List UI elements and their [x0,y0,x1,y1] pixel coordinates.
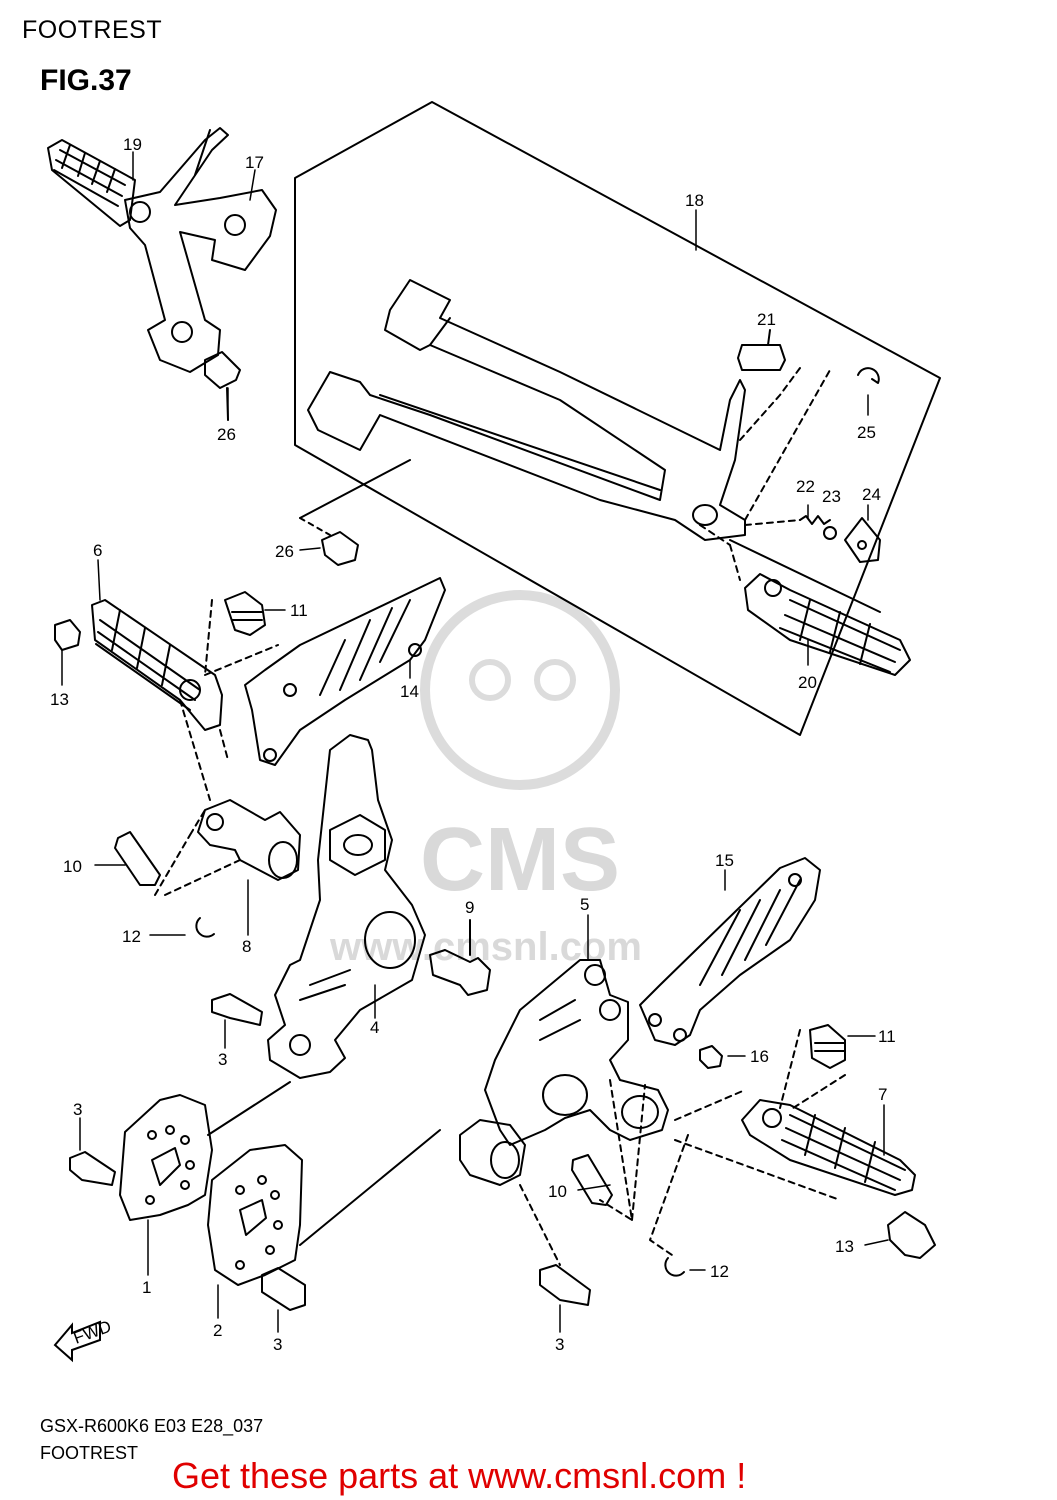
figure-label: FIG.37 [40,64,132,97]
label-3-c: 3 [273,1335,282,1354]
label-5: 5 [580,895,589,914]
label-13-right: 13 [835,1237,854,1256]
label-2: 2 [213,1321,222,1340]
label-6: 6 [93,541,102,560]
part-3-bolt [211,993,263,1026]
part-2-plate [207,1144,303,1286]
label-26-mid: 26 [275,542,294,561]
part-19-footpeg [47,139,136,227]
label-20: 20 [798,673,817,692]
label-18: 18 [685,191,704,210]
part-3-bolt-bottom [539,1264,591,1306]
label-11-right: 11 [878,1027,896,1046]
part-25-clip [857,367,880,384]
label-1: 1 [142,1278,151,1297]
part-23-ball [823,526,837,540]
part-24-plate [844,517,881,563]
part-8-pivot [197,799,301,881]
part-3-bolt-left [69,1151,116,1186]
part-18-bracket [307,279,746,541]
label-24: 24 [862,485,881,504]
label-13-left: 13 [50,690,69,709]
label-15: 15 [715,851,734,870]
label-9: 9 [465,898,474,917]
part-1-plate [119,1094,213,1221]
label-25: 25 [857,423,876,442]
label-3-b: 3 [73,1100,82,1119]
part-17-bracket [124,127,277,373]
part-16-bolt [699,1045,723,1069]
part-26-bolt-mid [299,459,411,566]
footer-caption: FOOTREST [40,1443,138,1463]
shop-link[interactable]: Get these parts at www.cmsnl.com ! [172,1455,747,1496]
label-3-d: 3 [555,1335,564,1354]
assembly-box [294,101,941,736]
part-22-spring [799,515,831,525]
label-17: 17 [245,153,264,172]
part-labels: 19 17 18 21 25 26 22 23 24 26 6 11 13 14… [50,135,896,1354]
part-12-clip [195,917,215,938]
watermark-logo: CMS [420,810,620,910]
label-12-right: 12 [710,1262,729,1281]
part-15-heelplate [639,857,821,1046]
part-21-pin [737,329,786,371]
label-22: 22 [796,477,815,496]
label-16: 16 [750,1047,769,1066]
leader-lines [61,151,889,1333]
part-12-clip-right [664,1257,685,1277]
part-13-bolt-right [887,1211,936,1259]
label-19: 19 [123,135,142,154]
model-code: GSX-R600K6 E03 E28_037 [40,1416,264,1436]
label-11-top: 11 [290,601,308,620]
part-11-spring-right [809,1024,846,1069]
label-26-top: 26 [217,425,236,444]
part-20-footpeg [744,573,911,676]
label-8: 8 [242,937,251,956]
part-6-footpeg [91,599,223,731]
part-10-pin-right [571,1154,613,1206]
label-12-left: 12 [122,927,141,946]
label-23: 23 [822,487,841,506]
part-4-bracket [267,734,426,1079]
part-14-heelplate [244,577,446,766]
label-10-right: 10 [548,1182,567,1201]
label-7: 7 [878,1085,887,1104]
watermark-url: www.cmsnl.com [329,925,642,969]
part-3-bolt-lower-left [261,1267,306,1311]
label-4: 4 [370,1018,379,1037]
label-3-a: 3 [218,1050,227,1069]
section-title: FOOTREST [22,16,163,44]
part-11-spring-top [224,591,266,636]
label-21: 21 [757,310,776,329]
part-10-pin [114,831,161,886]
part-9-bolt [429,919,491,996]
part-7-footpeg [741,1099,916,1196]
fwd-arrow: FWD [53,1317,114,1363]
part-26-bolt-top [204,351,241,421]
watermark: CMS www.cmsnl.com [329,590,642,969]
label-10-left: 10 [63,857,82,876]
label-14: 14 [400,682,419,701]
part-5-bracket [484,959,669,1146]
part-bushing [459,1119,526,1186]
part-13-bolt [54,619,81,651]
